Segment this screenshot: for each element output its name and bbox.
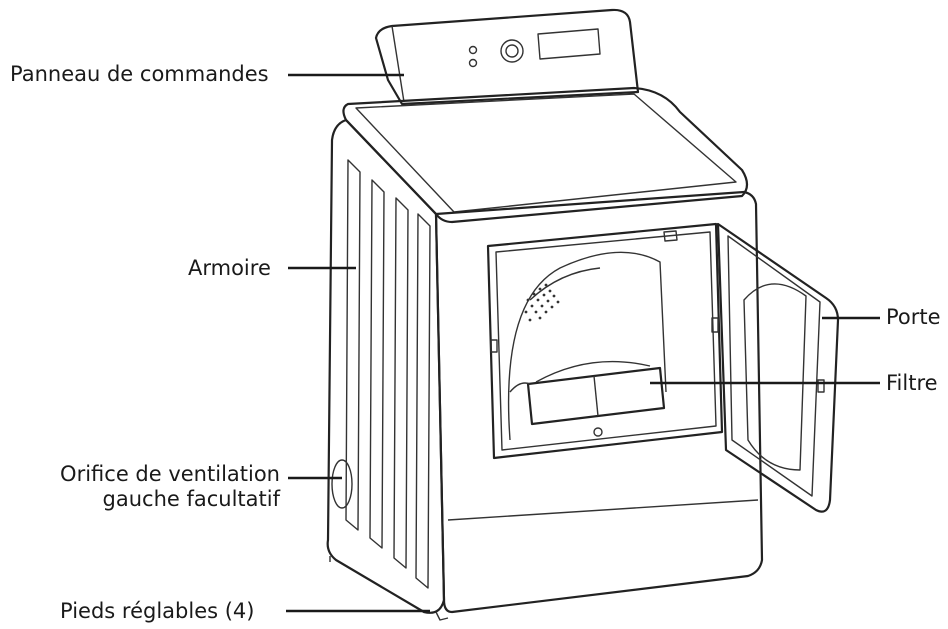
label-vent-line1: Orifice de ventilation xyxy=(60,462,280,486)
label-door: Porte xyxy=(886,305,941,329)
label-vent-line2: gauche facultatif xyxy=(102,487,280,511)
drum-perforations xyxy=(524,283,560,322)
label-feet: Pieds réglables (4) xyxy=(60,599,255,623)
display-window xyxy=(537,28,601,60)
drum xyxy=(507,251,667,441)
label-control-panel: Panneau de commandes xyxy=(10,62,269,86)
control-knob xyxy=(500,39,524,63)
door-window xyxy=(743,283,807,471)
control-panel xyxy=(374,8,640,106)
label-cabinet: Armoire xyxy=(188,256,271,280)
vent-opening xyxy=(331,459,353,509)
control-button xyxy=(468,45,478,55)
door-opening xyxy=(486,222,724,460)
dryer-front xyxy=(434,190,764,614)
door xyxy=(716,222,840,513)
side-rib-1 xyxy=(345,159,361,531)
side-rib-2 xyxy=(369,179,385,549)
side-rib-4 xyxy=(415,213,431,589)
dryer-top xyxy=(342,86,749,224)
lint-filter xyxy=(526,366,666,426)
side-rib-3 xyxy=(393,197,409,569)
label-filter: Filtre xyxy=(886,371,938,395)
adjustable-foot xyxy=(435,611,449,621)
dryer-illustration xyxy=(326,8,840,621)
cabinet-side xyxy=(326,118,446,614)
